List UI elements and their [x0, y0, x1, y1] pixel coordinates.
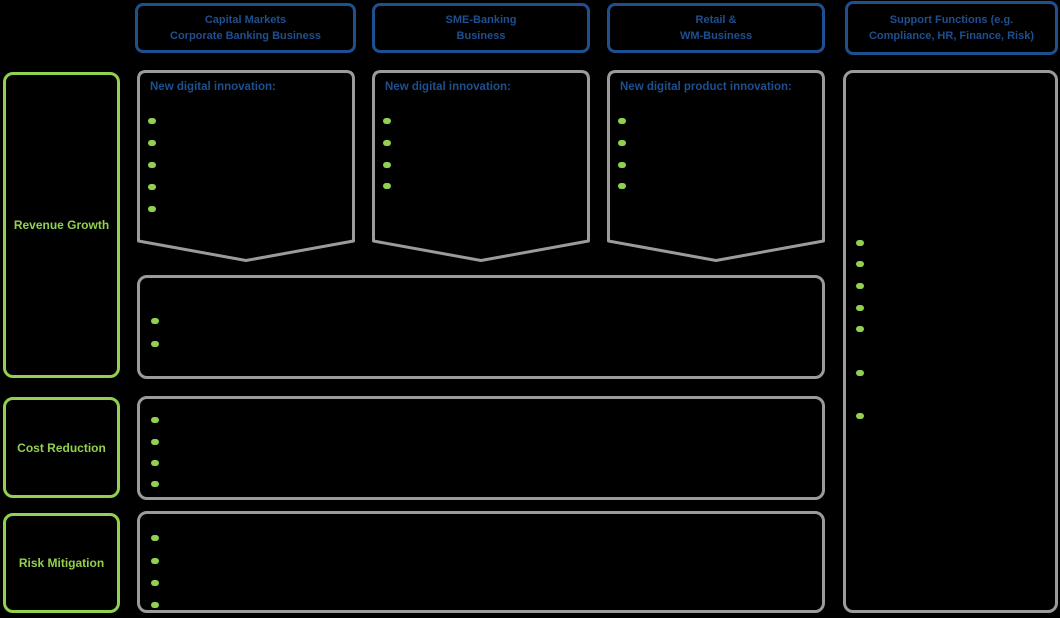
pennant-border	[137, 70, 355, 262]
bullet-dot	[618, 162, 626, 168]
row-label-text: Risk Mitigation	[18, 556, 105, 570]
cell-retail-wm-innovation: New digital product innovation:	[607, 70, 825, 262]
bullet-dot	[618, 140, 626, 146]
bullet-dot	[383, 140, 391, 146]
bullet-dot	[151, 481, 159, 487]
bullet-dot	[148, 118, 156, 124]
bullet-dot	[151, 535, 159, 541]
column-header-line: Capital Markets	[204, 13, 287, 26]
bullet-dot	[856, 283, 864, 289]
bullet-dot	[151, 580, 159, 586]
column-header-retail-wm: Retail & WM-Business	[607, 3, 825, 53]
bullet-dot	[151, 558, 159, 564]
row-label-risk-mitigation: Risk Mitigation	[3, 513, 120, 613]
row-label-text: Revenue Growth	[13, 218, 110, 232]
bullet-dot	[151, 460, 159, 466]
column-header-line: Business	[456, 30, 506, 42]
pennant-border	[372, 70, 590, 262]
column-header-line: Support Functions (e.g.	[889, 13, 1014, 26]
cell-sme-banking-innovation: New digital innovation:	[372, 70, 590, 262]
column-header-line: Compliance, HR, Finance, Risk)	[868, 30, 1035, 42]
bullet-dot	[856, 370, 864, 376]
bullet-dot	[856, 261, 864, 267]
bullet-dot	[148, 140, 156, 146]
cell-revenue-growth-shared	[137, 275, 825, 379]
bullet-dot	[151, 417, 159, 423]
column-header-line: Corporate Banking Business	[170, 30, 321, 42]
bullet-dot	[151, 341, 159, 347]
bullet-dot	[618, 118, 626, 124]
bullet-dot	[148, 162, 156, 168]
column-header-support-functions: Support Functions (e.g. Compliance, HR, …	[845, 1, 1058, 55]
row-label-text: Cost Reduction	[17, 440, 106, 455]
column-header-line: SME-Banking	[445, 13, 517, 26]
bullet-dot	[151, 439, 159, 445]
bullet-dot	[151, 318, 159, 324]
bullet-dot	[148, 184, 156, 190]
cell-risk-mitigation-shared	[137, 511, 825, 613]
bullet-dot	[856, 305, 864, 311]
pennant-border	[607, 70, 825, 262]
cell-capital-markets-innovation: New digital innovation:	[137, 70, 355, 262]
cell-support-functions	[843, 70, 1058, 613]
column-header-capital-markets: Capital Markets Corporate Banking Busine…	[135, 3, 356, 53]
bullet-dot	[383, 118, 391, 124]
column-header-sme-banking: SME-Banking Business	[372, 3, 590, 53]
column-header-line: WM-Business	[679, 30, 753, 42]
bullet-dot	[618, 183, 626, 189]
cell-cost-reduction-shared	[137, 396, 825, 500]
cell-heading: New digital innovation:	[150, 81, 276, 93]
column-header-line: Retail &	[695, 13, 737, 26]
bullet-dot	[151, 602, 159, 608]
bullet-dot	[383, 183, 391, 189]
row-label-revenue-growth: Revenue Growth	[3, 72, 120, 378]
bullet-dot	[148, 206, 156, 212]
bullet-dot	[383, 162, 391, 168]
cell-heading: New digital innovation:	[385, 81, 511, 93]
bullet-dot	[856, 413, 864, 419]
cell-heading: New digital product innovation:	[620, 81, 792, 93]
bullet-dot	[856, 326, 864, 332]
bullet-dot	[856, 240, 864, 246]
row-label-cost-reduction: Cost Reduction	[3, 397, 120, 498]
